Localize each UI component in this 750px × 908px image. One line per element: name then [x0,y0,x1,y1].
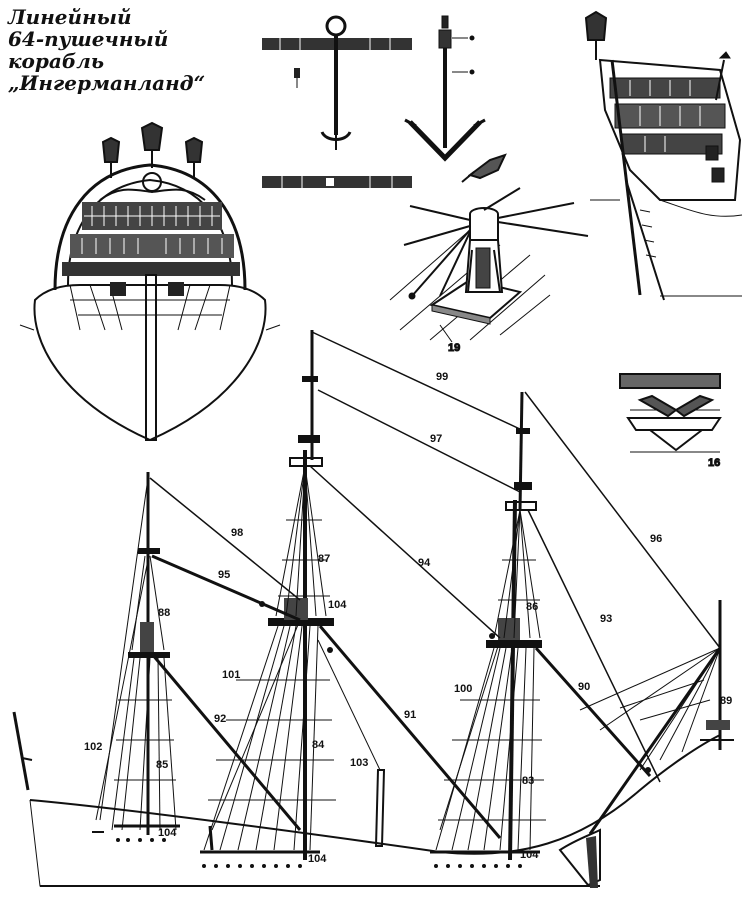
stay-92 [150,653,302,831]
stays [95,331,721,839]
stay-95 [151,554,301,622]
callout-89: 89 [720,695,732,707]
title-line-4: „Ингерманланд“ [8,71,206,95]
callout-90: 90 [578,681,590,693]
stern-arch [53,163,247,291]
lower-gallery [70,234,234,258]
stern-quarter-view [584,10,743,301]
callout-83: 83 [522,775,534,787]
callout-88: 88 [158,607,170,619]
callout-86: 86 [526,601,538,613]
callout-91: 91 [404,709,416,721]
callout-104-main: 104 [308,853,327,865]
callout-104-fore: 104 [520,849,539,861]
callout-97: 97 [430,433,442,445]
ensign-staff [12,711,30,791]
stern-lanterns [101,121,204,178]
callout-19: 19 [448,342,460,354]
anchor-stock-detail [262,15,412,188]
stay-94 [309,465,501,639]
callout-87: 87 [318,553,330,565]
stay-103 [317,639,381,771]
stay-96 [524,391,721,649]
callout-95: 95 [218,569,230,581]
stern-view [19,121,281,442]
capstan-detail: 19 [389,187,589,355]
stay-101 [211,619,301,831]
callout-98: 98 [231,527,243,539]
mizzen-shrouds [111,555,177,831]
ship-profile: 99 97 96 98 95 94 93 87 86 88 104 101 10… [12,330,734,888]
callout-104-main-top: 104 [328,599,347,611]
drawing-title: Линейный 64-пушечный корабль „Ингерманла… [8,6,228,94]
hull-sheer-line [29,734,721,855]
stern-hull [33,284,267,442]
callout-101: 101 [222,669,240,681]
fore-lower-shrouds [435,647,546,851]
callout-104-mizzen: 104 [158,827,177,839]
callout-85: 85 [156,759,168,771]
stay-93 [527,509,661,783]
stern-rudder [145,274,157,441]
callout-99: 99 [436,371,448,383]
bowsprit [588,647,722,835]
callout-102: 102 [84,741,102,753]
detail-16: 16 [619,373,722,470]
callout-16: 16 [708,457,720,469]
title-line-2: 64-пушечный [8,27,169,51]
fore-topmast-shrouds [493,509,541,639]
callout-100: 100 [454,683,472,695]
title-line-3: корабль [8,49,105,73]
callout-103: 103 [350,757,368,769]
stay-100 [439,639,501,831]
callout-92: 92 [214,713,226,725]
stay-90 [534,647,652,777]
title-line-1: Линейный [8,5,132,29]
stay-102 [95,559,149,821]
stay-99 [311,331,523,431]
fore-topgallant [518,391,524,511]
stay-97 [317,389,521,493]
callout-94: 94 [418,557,431,569]
callout-84: 84 [312,739,325,751]
stay-98 [149,477,301,601]
callout-93: 93 [600,613,612,625]
callout-96: 96 [650,533,662,545]
anchor-detail [404,15,507,183]
stay-91 [318,625,502,839]
